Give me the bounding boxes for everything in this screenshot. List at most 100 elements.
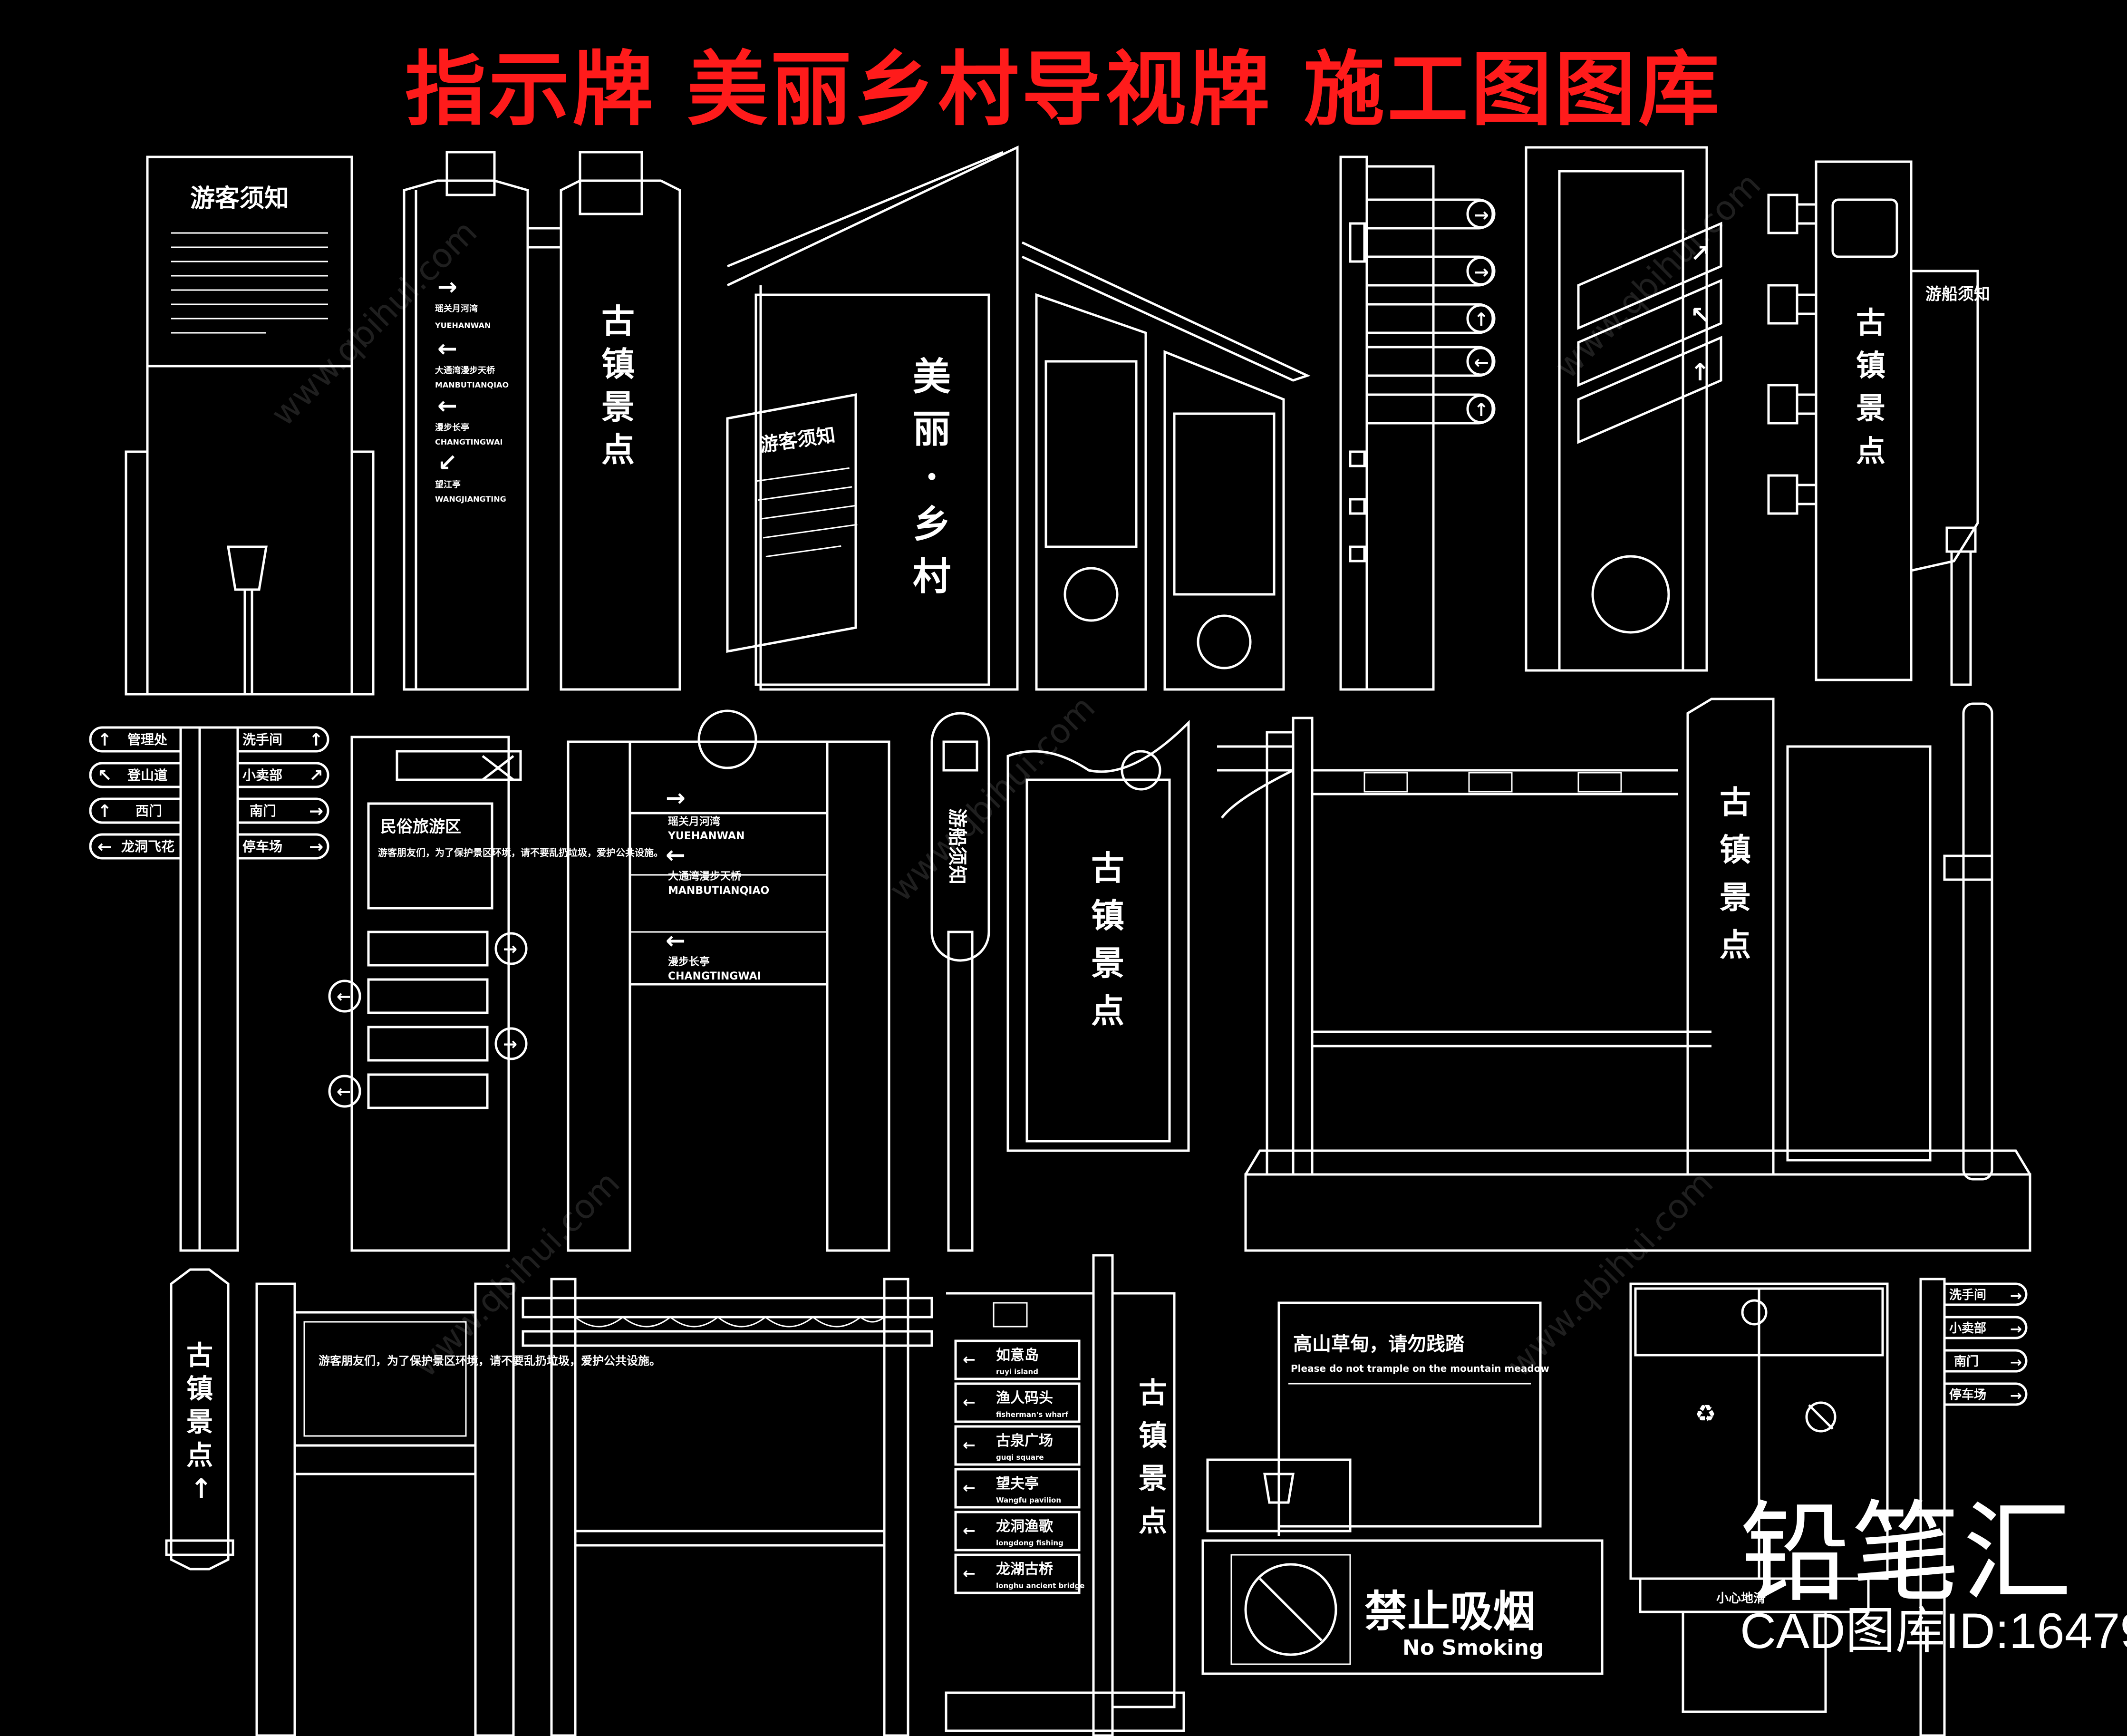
svg-text:fisherman's wharf: fisherman's wharf — [996, 1410, 1069, 1419]
svg-text:↑: ↑ — [97, 730, 112, 750]
svg-text:→: → — [503, 940, 517, 959]
svg-text:镇: 镇 — [1139, 1419, 1167, 1453]
svg-text:小卖部: 小卖部 — [1949, 1321, 1986, 1336]
svg-text:→: → — [503, 1035, 517, 1054]
svg-text:点: 点 — [1720, 926, 1751, 963]
svg-text:景: 景 — [1091, 943, 1124, 983]
watermark: www.qbihui.com — [881, 688, 1102, 909]
svg-text:大通湾漫步天桥: 大通湾漫步天桥 — [668, 870, 741, 883]
svg-text:景: 景 — [186, 1406, 213, 1438]
svg-text:游客朋友们，为了保护景区环境，请不要乱扔垃圾，爱护公共设施。: 游客朋友们，为了保护景区环境，请不要乱扔垃圾，爱护公共设施。 — [378, 847, 663, 858]
sign-frame-gate: → 瑶关月河湾 YUEHANWAN ← 大通湾漫步天桥 MANBUTIANQIA… — [567, 709, 890, 1252]
svg-text:望江亭: 望江亭 — [435, 479, 461, 490]
svg-text:龙湖古桥: 龙湖古桥 — [996, 1561, 1053, 1578]
svg-text:古: 古 — [186, 1340, 213, 1371]
svg-text:↖: ↖ — [97, 766, 112, 786]
cad-id-label: CAD图库ID:16479 — [1740, 1603, 2127, 1659]
svg-text:渔人码头: 渔人码头 — [996, 1390, 1053, 1406]
svg-text:景: 景 — [1139, 1462, 1167, 1495]
svg-text:←: ← — [337, 987, 351, 1007]
svg-text:瑶关月河湾: 瑶关月河湾 — [668, 815, 720, 828]
svg-text:管理处: 管理处 — [127, 732, 167, 747]
svg-text:镇: 镇 — [186, 1373, 213, 1405]
meadow-notice-en: Please do not trample on the mountain me… — [1291, 1363, 1549, 1374]
svg-text:点: 点 — [601, 430, 635, 469]
svg-text:望夫亭: 望夫亭 — [996, 1475, 1039, 1492]
sign-arrow-blade-post: → → ↑ ← ↑ — [1339, 155, 1496, 691]
svg-text:古: 古 — [1139, 1377, 1167, 1410]
svg-text:古: 古 — [1720, 784, 1751, 821]
svg-text:→: → — [1474, 204, 1489, 225]
sign-meadow-and-no-smoking: 高山草甸，请勿践踏 Please do not trample on the m… — [1201, 1301, 1604, 1675]
svg-text:镇: 镇 — [1091, 896, 1124, 935]
sign-ancient-town-lanterns: 古 镇 景 点 游船须知 — [1767, 160, 1990, 686]
svg-text:瑶关月河湾: 瑶关月河湾 — [435, 303, 478, 314]
svg-text:←: ← — [337, 1082, 351, 1102]
sign-two-sided-post: 管理处↑ 登山道↖ 西门↑ 龙洞飞花← 洗手间↑ 小卖部↗ 南门→ 停车场→ — [89, 726, 329, 1252]
svg-text:←: ← — [963, 1436, 976, 1454]
svg-text:←: ← — [963, 1350, 976, 1368]
svg-text:洗手间: 洗手间 — [242, 732, 282, 747]
svg-text:♻: ♻ — [1695, 1400, 1716, 1427]
svg-text:longdong fishing: longdong fishing — [996, 1539, 1064, 1547]
sign-beautiful-village: 游客须知 美 丽 · 乡 村 — [726, 145, 1019, 691]
svg-text:↙: ↙ — [437, 449, 457, 476]
svg-text:古: 古 — [1091, 848, 1124, 888]
village-notice-title: 游客须知 — [758, 424, 837, 456]
svg-text:洗手间: 洗手间 — [1949, 1288, 1986, 1302]
svg-text:guqi square: guqi square — [996, 1453, 1044, 1462]
svg-text:游客朋友们，为了保护景区环境，请不要乱扔垃圾，爱护公共设施。: 游客朋友们，为了保护景区环境，请不要乱扔垃圾，爱护公共设施。 — [319, 1354, 661, 1367]
svg-text:龙洞飞花: 龙洞飞花 — [121, 839, 174, 854]
svg-text:停车场: 停车场 — [1949, 1387, 1986, 1402]
svg-text:→: → — [309, 802, 323, 821]
boating-notice-title: 游船须知 — [1925, 285, 1990, 304]
ancient-town-label: 古 — [601, 301, 635, 341]
svg-text:↑: ↑ — [1474, 309, 1489, 330]
sign-arch-gate — [522, 1278, 933, 1736]
svg-text:↑: ↑ — [97, 802, 112, 821]
svg-text:CHANGTINGWAI: CHANGTINGWAI — [668, 970, 761, 982]
svg-text:↑: ↑ — [1474, 399, 1489, 420]
svg-text:龙洞渔歌: 龙洞渔歌 — [996, 1518, 1054, 1535]
svg-text:longhu ancient bridge: longhu ancient bridge — [996, 1581, 1084, 1590]
svg-text:MANBUTIANQIAO: MANBUTIANQIAO — [435, 380, 509, 389]
svg-text:←: ← — [97, 837, 112, 857]
village-label-char: 美 — [913, 354, 951, 399]
svg-text:↗: ↗ — [1690, 240, 1710, 267]
svg-text:南门: 南门 — [1954, 1355, 1979, 1369]
svg-text:镇: 镇 — [1720, 831, 1751, 868]
svg-text:→: → — [666, 784, 686, 812]
sign-ancient-town-post: 古 镇 景 点 ↑ — [165, 1268, 234, 1571]
svg-text:←: ← — [963, 1393, 976, 1411]
watermark: www.qbihui.com — [406, 1164, 627, 1385]
svg-text:WANGJIANGTING: WANGJIANGTING — [435, 495, 506, 504]
page-title: 指示牌 美丽乡村导视牌 施工图图库 — [405, 43, 1722, 137]
svg-text:古泉广场: 古泉广场 — [996, 1433, 1053, 1449]
svg-text:镇: 镇 — [601, 344, 635, 384]
svg-text:镇: 镇 — [1856, 348, 1885, 383]
svg-text:MANBUTIANQIAO: MANBUTIANQIAO — [668, 885, 769, 897]
svg-text:←: ← — [437, 335, 457, 362]
svg-text:←: ← — [963, 1522, 976, 1540]
svg-text:景: 景 — [601, 387, 635, 427]
svg-text:点: 点 — [1091, 991, 1124, 1030]
watermark: www.qbihui.com — [1499, 1164, 1721, 1385]
brand-logo-text: 铅笔汇 — [1740, 1490, 2074, 1617]
svg-text:↑: ↑ — [1690, 359, 1710, 386]
svg-text:丽: 丽 — [913, 407, 951, 451]
svg-text:YUEHANWAN: YUEHANWAN — [435, 321, 491, 330]
svg-text:↗: ↗ — [309, 766, 323, 786]
svg-text:↖: ↖ — [1690, 301, 1710, 329]
svg-text:←: ← — [437, 392, 457, 419]
svg-text:游船须知: 游船须知 — [946, 808, 968, 884]
sign-culture-zone-board: 民俗旅游区 游客朋友们，为了保护景区环境，请不要乱扔垃圾，爱护公共设施。 → ←… — [328, 736, 663, 1252]
meadow-notice-cn: 高山草甸，请勿践踏 — [1293, 1333, 1465, 1355]
sign-visitor-notice-board: 游客须知 — [125, 155, 375, 696]
svg-text:南门: 南门 — [250, 803, 276, 819]
svg-text:如意岛: 如意岛 — [996, 1347, 1039, 1364]
sign-large-gate: 古 镇 景 点 — [1217, 698, 2031, 1252]
visitor-notice-title: 游客须知 — [190, 184, 289, 213]
svg-text:西门: 西门 — [135, 803, 162, 819]
